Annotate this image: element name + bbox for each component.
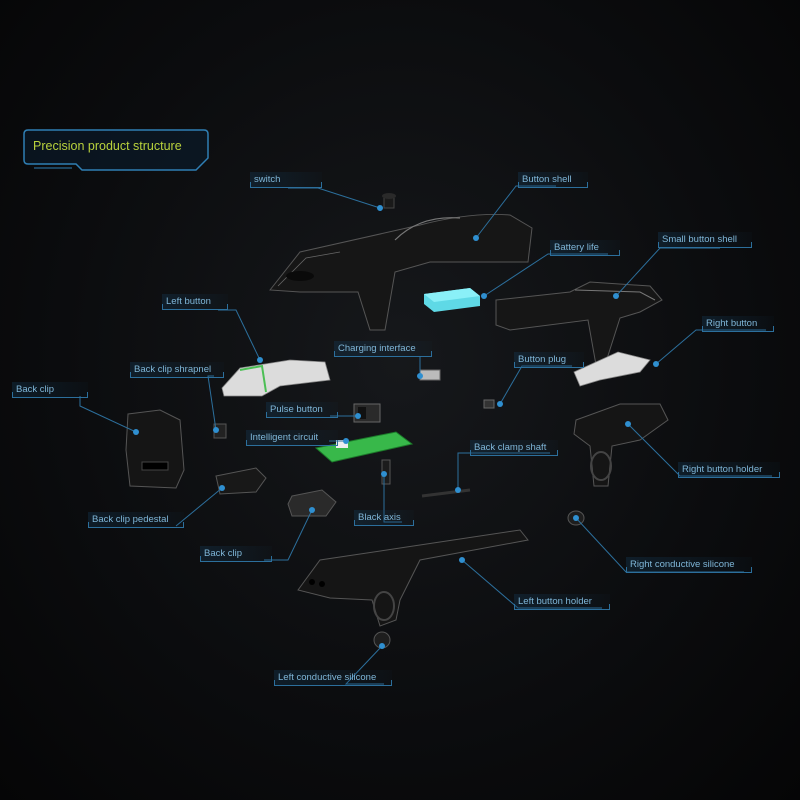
label-charging-interface: Charging interface xyxy=(334,341,432,357)
leader-lines xyxy=(79,185,772,685)
label-back-clip-shrapnel: Back clip shrapnel xyxy=(130,362,224,378)
label-right-conductive-silicone: Right conductive silicone xyxy=(626,557,752,573)
back-clip-part xyxy=(125,409,185,489)
button-plug-part xyxy=(483,399,495,409)
label-back-clip: Back clip xyxy=(12,382,88,398)
label-left-button-holder: Left button holder xyxy=(514,594,610,610)
label-button-plug: Button plug xyxy=(514,352,584,368)
charging-interface-part xyxy=(419,369,441,381)
label-battery-life: Battery life xyxy=(550,240,620,256)
label-right-button-holder: Right button holder xyxy=(678,462,780,478)
battery-part xyxy=(424,288,480,312)
left-button-holder-part xyxy=(297,529,529,627)
leader-dots xyxy=(133,205,659,649)
label-intelligent-circuit: Intelligent circuit xyxy=(246,430,338,446)
label-back-clip-lower: Back clip xyxy=(200,546,272,562)
label-back-clip-pedestal: Back clip pedestal xyxy=(88,512,184,528)
label-back-clamp-shaft: Back clamp shaft xyxy=(470,440,558,456)
small-button-shell-part xyxy=(495,281,663,366)
label-right-button: Right button xyxy=(702,316,774,332)
right-button-holder-part xyxy=(573,403,669,487)
label-left-button: Left button xyxy=(162,294,228,310)
label-button-shell: Button shell xyxy=(518,172,588,188)
left-button-part xyxy=(221,359,331,397)
diagram-title: Precision product structure xyxy=(33,139,182,153)
label-pulse-button: Pulse button xyxy=(266,402,338,418)
pulse-button-part xyxy=(353,403,381,423)
back-clip-lower-part xyxy=(287,489,337,517)
title-frame xyxy=(23,129,209,171)
intelligent-circuit-part xyxy=(314,431,414,463)
label-black-axis: Black axis xyxy=(354,510,414,526)
label-left-conductive-silicone: Left conductive silicone xyxy=(274,670,392,686)
label-switch: switch xyxy=(250,172,322,188)
back-clip-pedestal-part xyxy=(215,467,267,495)
switch-part xyxy=(382,193,396,209)
label-small-button-shell: Small button shell xyxy=(658,232,752,248)
button-shell-part xyxy=(269,213,533,331)
back-clamp-shaft-part xyxy=(421,488,471,498)
right-button-part xyxy=(573,351,651,387)
